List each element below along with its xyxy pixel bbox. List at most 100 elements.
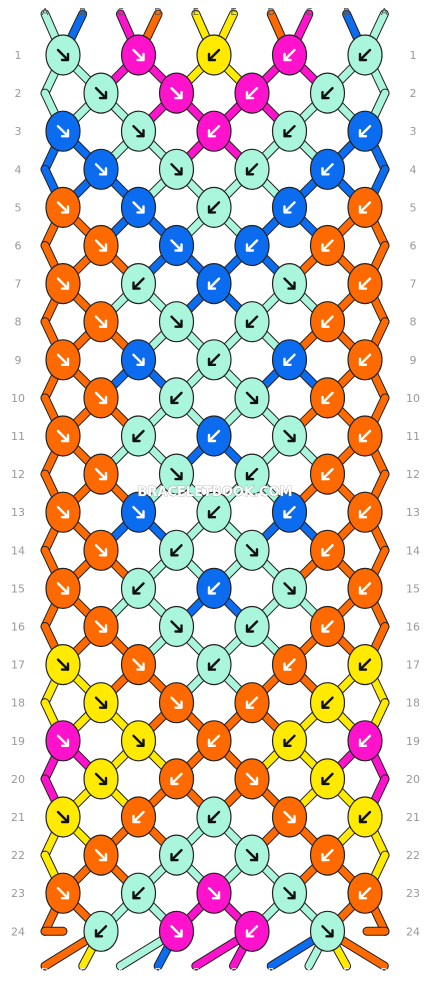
arrow-down-left-icon xyxy=(283,734,296,747)
arrow-down-right-icon xyxy=(56,734,70,747)
row-number-left: 15 xyxy=(11,582,25,595)
top-strand-label: A xyxy=(42,7,49,18)
arrow-down-left-icon xyxy=(321,315,334,328)
bottom-strand-label: D xyxy=(41,967,49,978)
arrow-down-left-icon xyxy=(358,353,372,366)
row-number-left: 11 xyxy=(11,430,25,443)
arrow-down-left-icon xyxy=(358,658,372,671)
row-number-left: 23 xyxy=(11,887,25,900)
row-number-right: 24 xyxy=(406,925,420,938)
row-number-left: 14 xyxy=(11,544,25,557)
top-strand-label: E xyxy=(193,7,199,18)
row-number-right: 15 xyxy=(406,582,420,595)
arrow-down-left-icon xyxy=(321,696,334,709)
row-number-right: 8 xyxy=(410,316,417,329)
row-number-left: 2 xyxy=(15,87,22,100)
arrow-down-left-icon xyxy=(283,658,296,671)
row-number-left: 3 xyxy=(15,125,22,138)
arrow-down-left-icon xyxy=(245,925,259,938)
arrow-down-left-icon xyxy=(170,544,183,557)
row-number-right: 9 xyxy=(410,354,417,367)
arrow-down-left-icon xyxy=(283,506,296,519)
arrow-down-right-icon xyxy=(56,125,70,138)
row-number-left: 16 xyxy=(11,621,25,634)
arrow-down-left-icon xyxy=(321,848,334,862)
row-number-left: 10 xyxy=(11,392,25,405)
arrow-down-left-icon xyxy=(321,620,334,633)
arrow-down-right-icon xyxy=(56,810,70,824)
arrow-down-right-icon xyxy=(56,506,70,519)
arrow-down-left-icon xyxy=(207,48,221,62)
arrow-down-right-icon xyxy=(132,658,145,671)
arrow-down-right-icon xyxy=(132,353,145,366)
row-number-left: 4 xyxy=(15,163,22,176)
arrow-down-left-icon xyxy=(207,506,221,519)
row-number-left: 18 xyxy=(11,697,25,710)
bottom-strand-label: D xyxy=(380,967,388,978)
arrow-down-left-icon xyxy=(207,734,221,747)
row-number-left: 8 xyxy=(15,316,22,329)
row-number-right: 14 xyxy=(406,544,420,557)
row-number-left: 1 xyxy=(15,49,22,62)
arrow-down-left-icon xyxy=(245,315,259,328)
arrow-down-left-icon xyxy=(245,239,259,252)
row-number-left: 24 xyxy=(11,925,25,938)
arrow-down-left-icon xyxy=(321,86,334,100)
row-number-left: 12 xyxy=(11,468,25,481)
bottom-strand-label: C xyxy=(230,967,237,978)
arrow-down-right-icon xyxy=(321,925,334,938)
arrow-down-right-icon xyxy=(170,696,183,709)
arrow-down-left-icon xyxy=(283,125,296,138)
arrow-down-right-icon xyxy=(94,544,108,557)
row-number-left: 20 xyxy=(11,773,25,786)
arrow-down-left-icon xyxy=(358,582,372,595)
arrow-down-right-icon xyxy=(283,810,296,824)
arrow-down-left-icon xyxy=(321,163,334,176)
arrow-down-right-icon xyxy=(132,48,145,62)
arrow-down-left-icon xyxy=(358,734,372,747)
row-number-left: 7 xyxy=(15,278,22,291)
row-number-left: 19 xyxy=(11,735,25,748)
row-number-right: 22 xyxy=(406,849,420,862)
arrow-down-right-icon xyxy=(132,734,145,747)
arrow-down-left-icon xyxy=(358,277,372,290)
arrow-down-left-icon xyxy=(207,125,221,138)
arrow-down-left-icon xyxy=(245,620,259,633)
arrow-down-left-icon xyxy=(321,544,334,557)
arrow-down-right-icon xyxy=(56,201,70,214)
arrow-down-left-icon xyxy=(207,277,221,290)
row-number-right: 5 xyxy=(410,201,417,214)
knot-layer xyxy=(45,34,383,952)
row-number-right: 23 xyxy=(406,887,420,900)
arrow-down-left-icon xyxy=(245,86,259,100)
arrow-down-left-icon xyxy=(207,582,221,595)
bottom-strand-label: B xyxy=(155,967,162,978)
arrow-down-right-icon xyxy=(283,887,296,900)
row-number-right: 6 xyxy=(410,240,417,253)
top-strand-label: D xyxy=(154,7,162,18)
arrow-down-right-icon xyxy=(132,201,145,214)
row-number-right: 3 xyxy=(410,125,417,138)
arrow-down-right-icon xyxy=(94,848,108,862)
arrow-down-left-icon xyxy=(170,391,183,405)
arrow-down-left-icon xyxy=(321,772,334,786)
arrow-down-left-icon xyxy=(283,48,296,62)
arrow-down-left-icon xyxy=(207,658,221,671)
row-number-right: 20 xyxy=(406,773,420,786)
arrow-down-left-icon xyxy=(207,810,221,824)
row-number-right: 11 xyxy=(406,430,420,443)
row-number-left: 6 xyxy=(15,240,22,253)
arrow-down-left-icon xyxy=(321,467,334,481)
arrow-down-right-icon xyxy=(245,848,259,862)
arrow-down-right-icon xyxy=(132,506,145,519)
arrow-down-right-icon xyxy=(170,925,183,938)
row-number-right: 10 xyxy=(406,392,420,405)
arrow-down-right-icon xyxy=(245,391,259,405)
bottom-strand-label: E xyxy=(80,967,86,978)
arrow-down-right-icon xyxy=(94,620,108,633)
row-number-right: 4 xyxy=(410,163,417,176)
arrow-down-left-icon xyxy=(245,163,259,176)
bottom-strand-label: E xyxy=(343,967,349,978)
arrow-down-left-icon xyxy=(170,848,183,862)
